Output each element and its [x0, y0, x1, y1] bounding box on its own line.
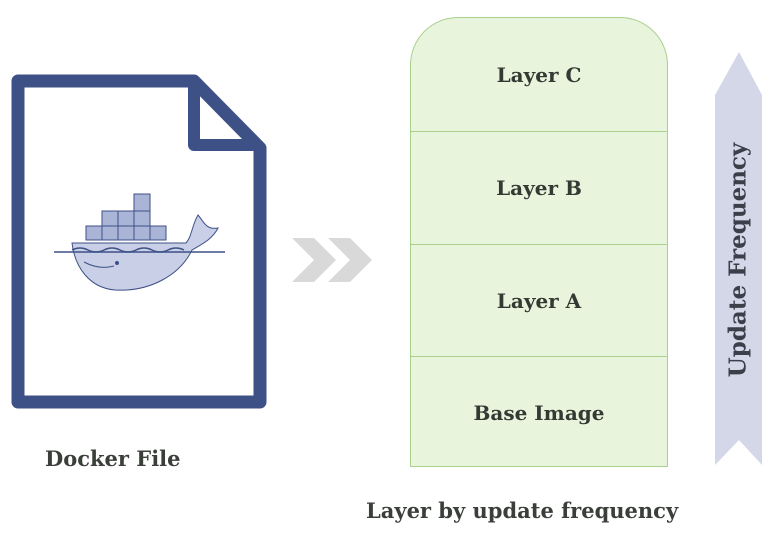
docker-file-label: Docker File [45, 446, 181, 471]
chevrons-right-icon [292, 238, 372, 282]
docker-whale-icon [54, 193, 225, 291]
layer-c: Layer C [411, 18, 667, 131]
layer-b: Layer B [411, 131, 667, 244]
base-image-label: Base Image [473, 401, 605, 425]
layer-a-label: Layer A [496, 289, 582, 313]
layers-caption: Layer by update frequency [366, 498, 679, 523]
update-frequency-label: Update Frequency [724, 142, 752, 378]
frequency-arrow-icon [715, 52, 762, 465]
base-image-layer: Base Image [411, 356, 667, 466]
layer-b-label: Layer B [496, 176, 582, 200]
layer-a: Layer A [411, 244, 667, 357]
document-icon [11, 74, 267, 409]
layer-stack: Layer C Layer B Layer A Base Image [410, 17, 668, 467]
layer-c-label: Layer C [496, 62, 582, 87]
